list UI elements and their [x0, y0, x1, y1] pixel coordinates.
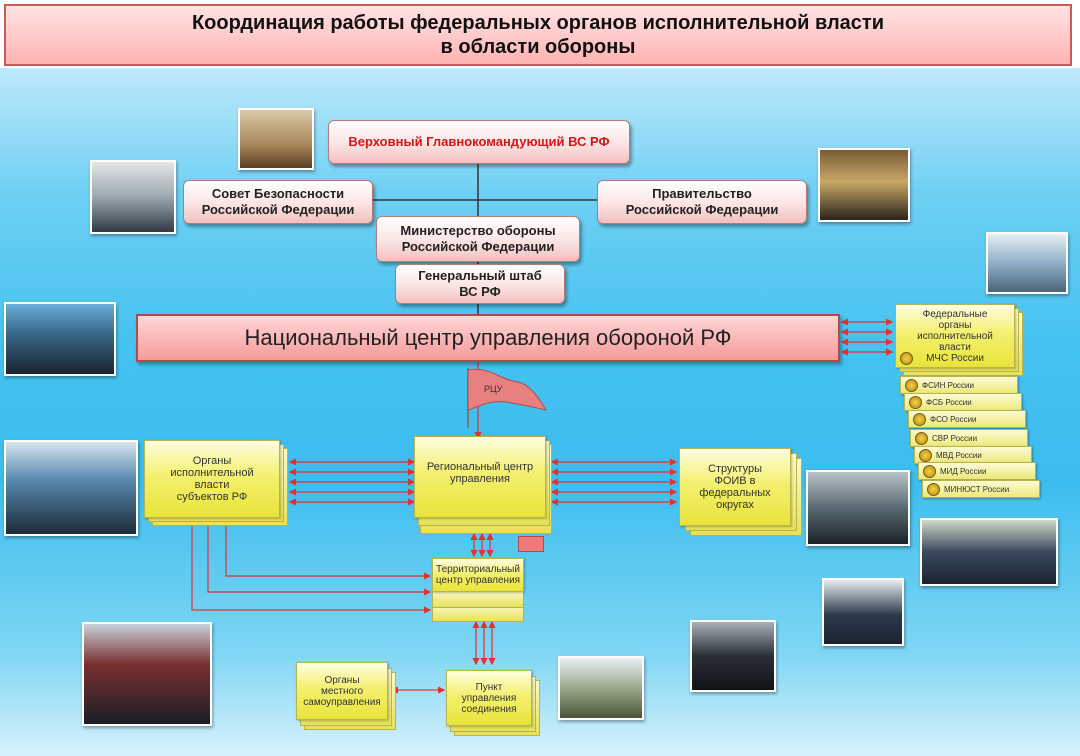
regional-center-label: Региональный центр управления [426, 461, 534, 485]
federal-bodies-label: Федеральные органы исполнительной власти… [917, 308, 993, 364]
emblem-icon [919, 448, 932, 462]
subject-authorities-box: Органы исполнительной власти субъектов Р… [144, 440, 280, 518]
regional-center-box: Региональный центр управления [414, 436, 546, 518]
agency-item: МИНЮСТ России [922, 480, 1040, 498]
control-room-photo [986, 232, 1068, 294]
emblem-icon [913, 412, 926, 426]
agency-item: ФСИН России [900, 376, 1018, 394]
operations-room-photo [806, 470, 910, 546]
officers-photo [822, 578, 904, 646]
government-box: Правительство Российской Федерации [597, 180, 807, 224]
riot-police-photo [690, 620, 776, 692]
emblem-icon [909, 395, 922, 409]
agency-item: ФСО России [908, 410, 1026, 428]
general-staff-label: Генеральный штаб ВС РФ [418, 268, 542, 299]
government-label: Правительство Российской Федерации [625, 186, 779, 217]
agency-label: ФСО России [930, 414, 977, 424]
communications-point-box: Пункт управления соединения [446, 670, 532, 726]
agency-label: МИНЮСТ России [944, 484, 1010, 494]
defense-ministry-box: Министерство обороны Российской Федераци… [376, 216, 580, 262]
defense-ministry-label: Министерство обороны Российской Федераци… [400, 223, 556, 254]
agency-item: МИД России [918, 462, 1036, 480]
command-center-photo [4, 302, 116, 376]
page-title: Координация работы федеральных органов и… [4, 4, 1072, 66]
federal-bodies-box: Федеральные органы исполнительной власти… [895, 304, 1015, 368]
firefighters-photo [82, 622, 212, 726]
communications-point-label: Пункт управления соединения [461, 681, 517, 715]
agency-label: ФСБ России [926, 397, 972, 407]
agency-label: СВР России [932, 433, 978, 443]
emblem-icon [915, 431, 928, 445]
agency-item: ФСБ России [904, 393, 1022, 411]
security-council-box: Совет Безопасности Российской Федерации [183, 180, 373, 224]
security-council-label: Совет Безопасности Российской Федерации [201, 186, 355, 217]
territorial-center-label: Территориальный центр управления [435, 564, 521, 586]
national-center-label: Национальный центр управления обороной Р… [244, 325, 732, 350]
government-hall-photo [818, 148, 910, 222]
agency-item: МВД России [914, 446, 1032, 464]
emblem-icon [905, 378, 918, 392]
agency-label: МВД России [936, 450, 982, 460]
flag-label: РЦУ [484, 384, 503, 394]
conference-hall-photo [90, 160, 176, 234]
foiv-structures-label: Структуры ФОИВ в федеральных округах [699, 463, 771, 511]
subject-authorities-label: Органы исполнительной власти субъектов Р… [170, 455, 254, 503]
agency-label: МИД России [940, 466, 987, 476]
supreme-commander-label: Верховный Главнокомандующий ВС РФ [348, 134, 610, 149]
meeting-room-photo [238, 108, 314, 170]
general-staff-box: Генеральный штаб ВС РФ [395, 264, 565, 304]
military-vehicles-photo [558, 656, 644, 720]
situation-room-photo [4, 440, 138, 536]
agency-label: ФСИН России [922, 380, 974, 390]
emblem-icon [923, 464, 936, 478]
emblem-icon [927, 482, 940, 496]
local-government-box: Органы местного самоуправления [296, 662, 388, 720]
supreme-commander-box: Верховный Главнокомандующий ВС РФ [328, 120, 630, 164]
agency-item: СВР России [910, 429, 1028, 447]
title-text: Координация работы федеральных органов и… [191, 12, 885, 58]
territorial-center-box: Территориальный центр управления [432, 558, 524, 592]
foiv-structures-box: Структуры ФОИВ в федеральных округах [679, 448, 791, 526]
troops-parade-photo [920, 518, 1058, 586]
national-center-box: Национальный центр управления обороной Р… [136, 314, 840, 362]
local-government-label: Органы местного самоуправления [303, 674, 381, 708]
flag-icon: РЦУ [467, 368, 548, 428]
building-icon [518, 536, 544, 552]
emblem-icon [900, 352, 913, 365]
